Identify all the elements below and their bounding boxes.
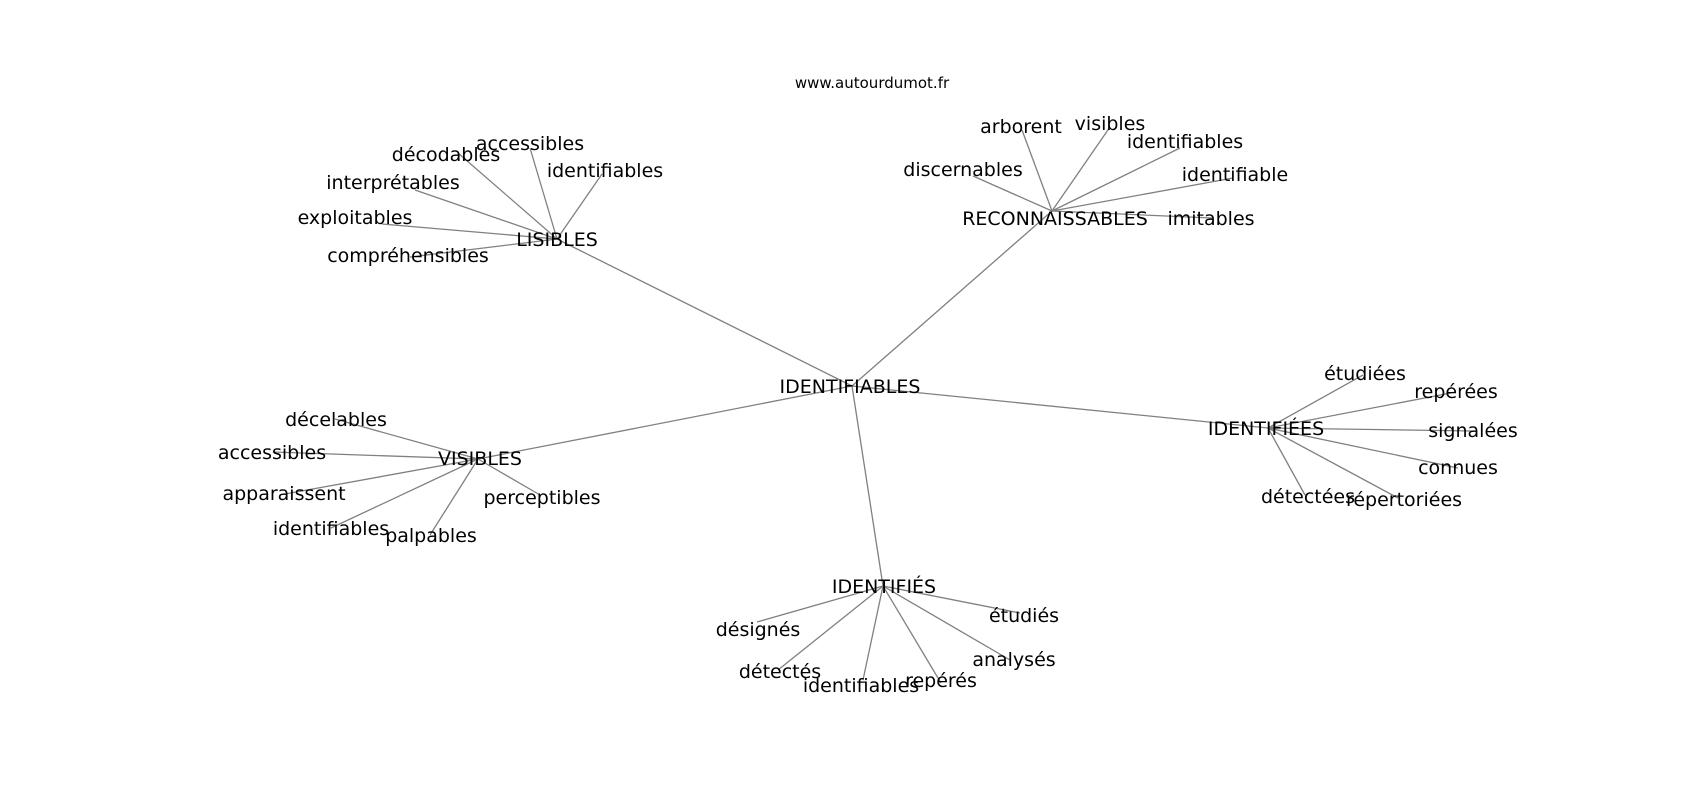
edge-root-identifies [851,385,884,587]
edge-lisibles-leaf-4 [381,223,558,240]
edge-lisibles-leaf-2 [556,173,603,240]
edge-visibles-leaf-2 [284,458,479,495]
leaf-node-visibles-1: accessibles [218,442,326,464]
leaf-node-visibles-3: identifiables [273,518,389,540]
edge-identifiees-leaf-3 [1267,427,1459,469]
leaf-node-reconnaissables-4: identifiable [1182,164,1288,186]
edge-identifiees-leaf-4 [1267,427,1306,496]
edge-reconnaissables-leaf-5 [1051,210,1213,219]
leaf-node-reconnaissables-1: visibles [1075,113,1146,135]
leaf-node-reconnaissables-5: imitables [1167,208,1254,230]
edge-reconnaissables-leaf-2 [1051,147,1181,212]
cluster-node-identifiees: IDENTIFIÉES [1208,417,1324,440]
leaf-node-identifiees-3: connues [1418,457,1498,479]
edge-root-reconnaissables [851,210,1053,387]
edge-identifies-leaf-3 [777,585,884,671]
edge-visibles-leaf-3 [330,458,479,529]
edge-visibles-leaf-4 [429,458,479,536]
leaf-node-identifies-2: analysés [972,649,1055,671]
leaf-node-identifiees-5: répertoriées [1346,489,1462,511]
edge-reconnaissables-leaf-0 [1021,129,1053,212]
edge-identifiees-leaf-0 [1267,374,1364,429]
edge-reconnaissables-leaf-3 [972,175,1053,212]
leaf-node-identifies-3: détectés [739,661,821,683]
leaf-node-identifies-5: repérés [905,670,977,692]
edge-root-lisibles [556,238,853,387]
leaf-node-lisibles-3: interprétables [326,172,459,194]
edge-identifies-leaf-1 [882,585,1021,614]
edge-identifiees-leaf-5 [1267,427,1399,499]
leaf-node-lisibles-1: décodables [392,144,500,166]
edge-visibles-leaf-5 [477,458,541,496]
leaf-node-lisibles-4: exploitables [298,207,413,229]
edge-lisibles-leaf-3 [414,189,558,240]
leaf-node-reconnaissables-2: identifiables [1127,131,1243,153]
edge-root-identifiees [851,385,1269,429]
leaf-node-identifiees-2: signalées [1428,420,1517,442]
edge-visibles-leaf-0 [334,418,479,460]
graph-nodes: IDENTIFIABLESLISIBLESaccessiblesdécodabl… [218,113,1518,697]
edge-reconnaissables-leaf-1 [1051,126,1111,212]
edge-visibles-leaf-1 [272,451,479,460]
graph-edges [272,126,1474,684]
edge-identifies-leaf-2 [882,585,1011,661]
leaf-node-identifiees-1: repérées [1414,381,1498,403]
cluster-node-reconnaissables: RECONNAISSABLES [962,208,1148,230]
leaf-node-lisibles-2: identifiables [547,160,663,182]
leaf-node-identifies-4: identifiables [803,675,919,697]
edge-identifiees-leaf-2 [1267,427,1474,432]
edge-identifies-leaf-5 [882,585,942,684]
leaf-node-visibles-0: décelables [285,409,387,431]
edge-identifies-leaf-0 [756,585,884,623]
leaf-node-reconnaissables-3: discernables [903,159,1022,181]
leaf-node-visibles-2: apparaissent [222,483,345,505]
leaf-node-visibles-5: perceptibles [484,487,601,509]
leaf-node-identifiees-0: étudiées [1324,363,1406,385]
edge-lisibles-leaf-5 [409,238,558,258]
cluster-node-identifies: IDENTIFIÉS [832,575,936,598]
edge-identifies-leaf-4 [862,585,884,681]
leaf-node-reconnaissables-0: arborent [980,116,1062,138]
edge-reconnaissables-leaf-4 [1051,177,1234,212]
site-url: www.autourdumot.fr [795,74,950,92]
cluster-node-lisibles: LISIBLES [516,229,598,251]
edge-identifiees-leaf-1 [1267,391,1457,429]
root-node-label: IDENTIFIABLES [780,376,921,398]
cluster-node-visibles: VISIBLES [438,448,522,470]
leaf-node-identifies-0: désignés [716,619,801,641]
leaf-node-lisibles-5: compréhensibles [327,245,489,267]
edge-root-visibles [477,385,853,460]
leaf-node-identifiees-4: détectées [1261,486,1355,508]
leaf-node-lisibles-0: accessibles [476,133,584,155]
leaf-node-identifies-1: étudiés [989,605,1059,627]
leaf-node-visibles-4: palpables [385,525,477,547]
edge-lisibles-leaf-0 [529,147,558,240]
edge-lisibles-leaf-1 [457,152,558,240]
